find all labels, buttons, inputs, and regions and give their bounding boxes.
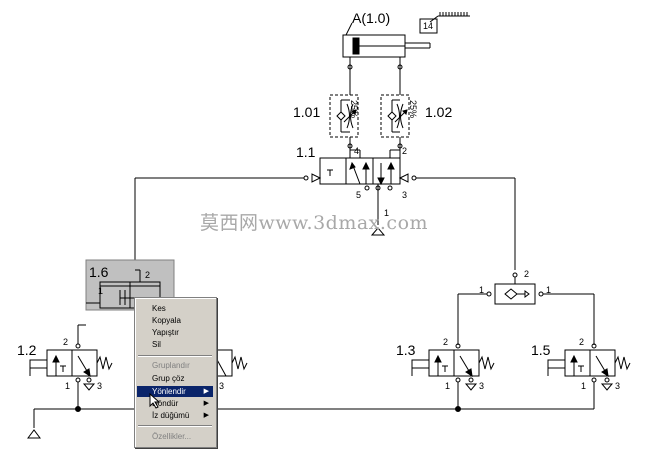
port-label: 3 [402,190,408,200]
valve-1-2[interactable] [29,335,113,391]
menu-item-label: Sil [152,340,161,349]
throttle-label-1-01: 1.01 [293,104,321,120]
menu-item-ungroup[interactable]: Grup çöz [137,373,213,384]
menu-item-paste[interactable]: Yapıştır [137,327,213,338]
port-label: 5 [356,190,362,200]
menu-item-label: İz düğümü [152,411,190,420]
directional-valve-1-1[interactable] [303,157,417,236]
port-label: 2 [63,337,69,347]
port-label: 2 [145,270,151,280]
submenu-arrow-icon: ▶ [203,412,209,419]
menu-item-label: Yönlendir [152,387,186,396]
submenu-arrow-icon: ▶ [203,400,209,407]
menu-item-properties[interactable]: Özellikler... [137,431,213,442]
throttle-valve-1-02[interactable] [380,94,410,138]
cylinder-a[interactable] [342,12,470,58]
menu-item-rotate[interactable]: Döndür ▶ [137,398,213,409]
port-label: 3 [97,381,103,391]
valve-label-1-6: 1.6 [89,264,109,280]
menu-item-label: Gruplandır [152,361,190,370]
valve-label-1-5: 1.5 [531,342,551,358]
port-label: 2 [579,337,585,347]
context-menu: Kes Kopyala Yapıştır Sil Gruplandır Grup… [134,297,217,448]
port-label: 1 [65,381,71,391]
menu-item-label: Döndür [152,399,179,408]
supply-line [27,382,595,439]
counter-value: 14 [423,21,434,31]
port-label: 2 [524,269,530,279]
port-label: 3 [479,381,485,391]
port-label: 1 [479,285,485,295]
port-label: 1 [98,286,104,296]
port-label: 1 [384,208,390,218]
menu-item-group[interactable]: Gruplandır [137,360,213,371]
valve-label-1-2: 1.2 [17,342,37,358]
menu-item-delete[interactable]: Sil [137,339,213,350]
port-label: 1 [581,381,587,391]
valve-label-1-1: 1.1 [296,144,316,160]
port-label: 1 [546,285,552,295]
port-label: 2 [402,146,408,156]
menu-item-copy[interactable]: Kopyala [137,315,213,326]
watermark-text: 莫西网www.3dmax.com [200,212,429,234]
menu-item-label: Yapıştır [152,328,179,337]
menu-item-trace-node[interactable]: İz düğümü ▶ [137,410,213,421]
menu-item-label: Kes [152,304,166,313]
counter-box [419,18,438,34]
port-label: 1 [445,381,451,391]
menu-separator [138,355,212,357]
throttle-pct-1-01: 25% [349,100,359,119]
valve-label-1-3: 1.3 [396,342,416,358]
submenu-arrow-icon: ▶ [203,388,209,395]
menu-item-orient[interactable]: Yönlendir ▶ [137,386,213,397]
menu-item-label: Kopyala [152,316,181,325]
port-label: 3 [615,381,621,391]
shuttle-valve[interactable] [486,272,544,305]
valve-1-3[interactable] [411,343,495,391]
mouse-cursor-icon [149,393,161,409]
menu-item-cut[interactable]: Kes [137,303,213,314]
throttle-label-1-02: 1.02 [425,104,453,120]
port-label: 4 [354,146,360,156]
port-label: 3 [219,381,225,391]
port-label: 2 [443,337,449,347]
cylinder-label: A(1.0) [352,10,391,26]
throttle-pct-1-02: 25% [408,100,418,119]
menu-separator [138,425,212,427]
menu-item-label: Grup çöz [152,374,185,383]
menu-item-label: Özellikler... [152,432,192,441]
